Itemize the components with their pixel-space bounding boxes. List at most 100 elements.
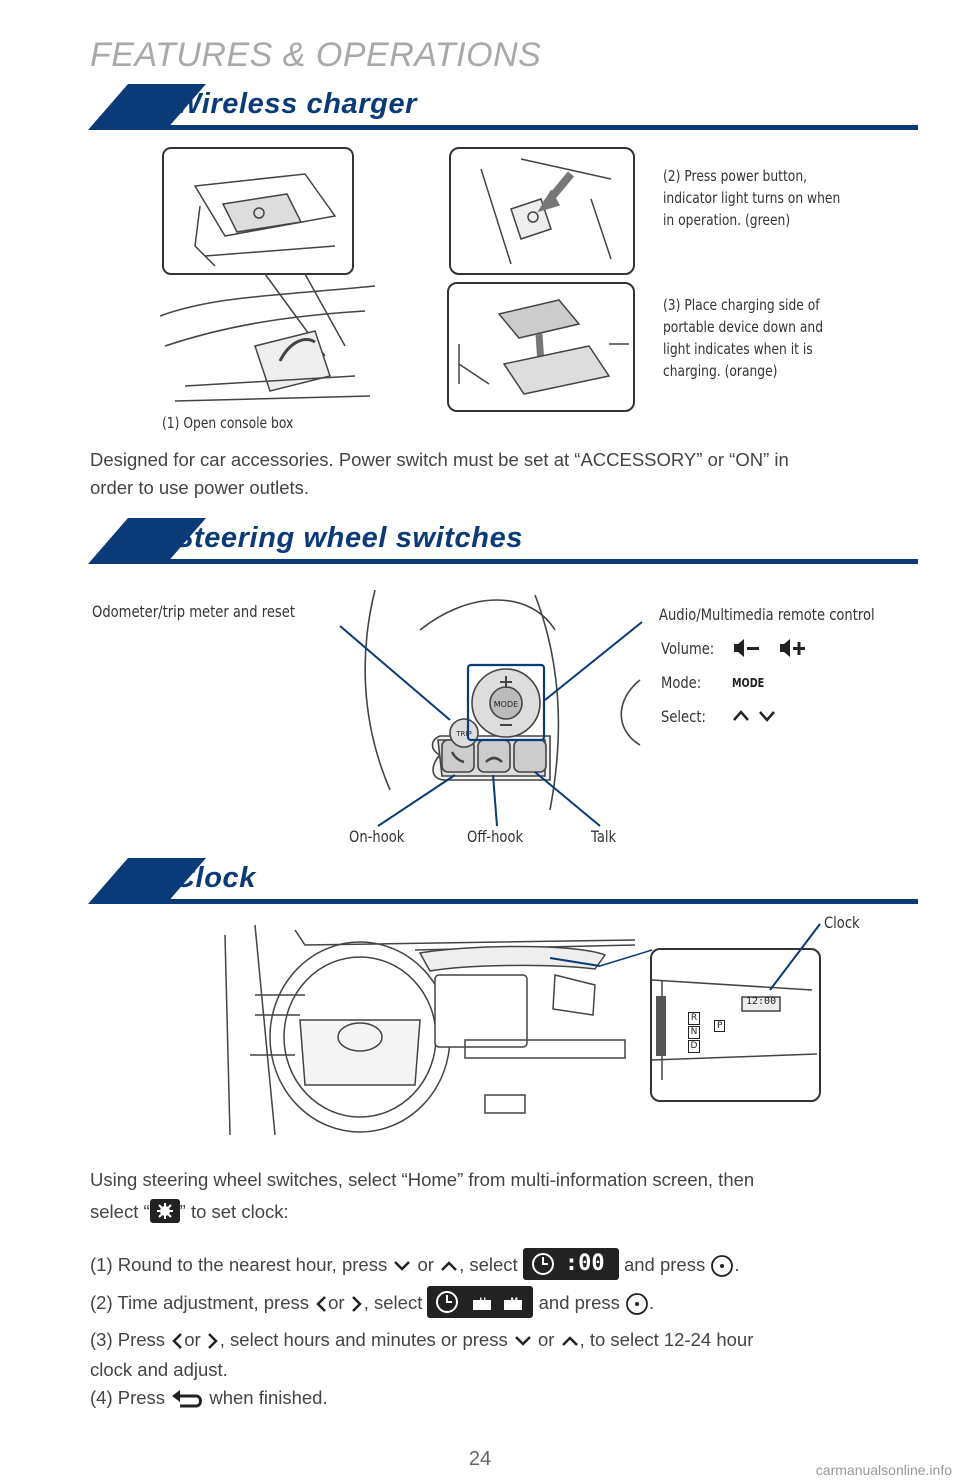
chevron-left-icon bbox=[172, 1333, 183, 1349]
clock-intro-line1: Using steering wheel switches, select “H… bbox=[90, 1169, 755, 1190]
step2-line: (2) Press power button, bbox=[663, 167, 808, 185]
chevron-up-icon bbox=[561, 1336, 578, 1346]
enter-button-icon bbox=[711, 1255, 734, 1277]
chevron-up-icon bbox=[441, 1261, 457, 1271]
clock-zoom-panel: 12:00 R N D P bbox=[650, 948, 821, 1102]
wireless-description-line: Designed for car accessories. Power swit… bbox=[90, 449, 789, 470]
page-number: 24 bbox=[468, 1448, 492, 1470]
charging-pad-illustration bbox=[447, 282, 635, 412]
step-text: when finished. bbox=[209, 1387, 328, 1408]
odometer-label: Odometer/trip meter and reset bbox=[92, 602, 295, 621]
clock-step3-cont: clock and adjust. bbox=[90, 1359, 228, 1380]
audio-label: Audio/Multimedia remote control bbox=[659, 605, 875, 624]
clock-icon bbox=[531, 1253, 554, 1275]
step-text: or bbox=[184, 1329, 201, 1350]
step-text: , to select 12-24 hour bbox=[579, 1329, 754, 1350]
step-text: (3) Press bbox=[90, 1329, 166, 1350]
step-text: (4) Press bbox=[90, 1387, 166, 1408]
section-title-wireless: Wireless charger bbox=[174, 88, 418, 120]
select-label: Select: bbox=[661, 707, 706, 726]
page-header: FEATURES & OPERATIONS bbox=[90, 36, 542, 74]
on-hook-label: On-hook bbox=[349, 827, 405, 846]
console-illustration bbox=[155, 146, 380, 406]
intro-text: ” to set clock: bbox=[179, 1201, 289, 1222]
off-hook-label: Off-hook bbox=[467, 827, 524, 846]
watermark: carmanualsonline.info bbox=[815, 1462, 952, 1478]
step3-line: charging. (orange) bbox=[663, 362, 778, 380]
gear-indicator: R N D bbox=[688, 1012, 700, 1053]
wireless-description: Designed for car accessories. Power swit… bbox=[90, 446, 920, 502]
step-text: and press bbox=[538, 1291, 620, 1313]
chevron-up-icon bbox=[733, 710, 749, 721]
step-text: . bbox=[649, 1291, 655, 1313]
section-band-graphic bbox=[88, 858, 918, 904]
section-band-wireless: Wireless charger bbox=[88, 84, 918, 134]
mode-icon: MODE bbox=[732, 676, 765, 690]
mode-label: Mode: bbox=[661, 673, 702, 692]
clock-step1: (1) Round to the nearest hour, press or … bbox=[90, 1248, 740, 1282]
minute-segment bbox=[504, 1300, 523, 1310]
volume-up-icon bbox=[780, 639, 805, 657]
volume-down-icon bbox=[734, 639, 759, 657]
intro-text: select “ bbox=[90, 1201, 150, 1222]
step-text: (1) Round to the nearest hour, press bbox=[90, 1253, 388, 1275]
gear-letter: R bbox=[688, 1012, 700, 1025]
section-band-clock: Clock bbox=[88, 858, 918, 908]
enter-button-icon bbox=[626, 1293, 648, 1315]
section-band-graphic bbox=[88, 518, 918, 564]
section-title-steering: Steering wheel switches bbox=[174, 522, 524, 554]
step-text: , select bbox=[459, 1253, 518, 1275]
step2-text: (2) Press power button, indicator light … bbox=[663, 165, 840, 231]
gear-letter: D bbox=[688, 1040, 700, 1053]
clock-hour-round-box: :00 bbox=[522, 1248, 619, 1280]
chevron-right-icon bbox=[351, 1296, 362, 1312]
gear-letter: N bbox=[688, 1026, 700, 1039]
steering-wheel-illustration: MODE TRIP bbox=[330, 589, 660, 825]
chevron-down-icon bbox=[514, 1336, 531, 1346]
chevron-down-icon bbox=[759, 711, 775, 722]
section-title-clock: Clock bbox=[174, 862, 256, 894]
select-icons bbox=[733, 710, 775, 722]
clock-step4: (4) Press when finished. bbox=[90, 1384, 328, 1412]
step-text: and press bbox=[623, 1253, 706, 1275]
clock-display-time: 12:00 bbox=[746, 996, 777, 1007]
volume-label: Volume: bbox=[661, 639, 715, 658]
step-text: or bbox=[537, 1329, 555, 1350]
clock-adjust-box: H M bbox=[427, 1286, 534, 1318]
chevron-down-icon bbox=[394, 1261, 411, 1271]
talk-label: Talk bbox=[591, 827, 617, 846]
clock-callout-lines bbox=[549, 923, 821, 991]
hour-segment bbox=[473, 1300, 492, 1310]
step-text: . bbox=[734, 1253, 740, 1275]
step-text: , select bbox=[363, 1291, 423, 1313]
chevron-right-icon bbox=[207, 1333, 218, 1349]
step-text: or bbox=[328, 1291, 345, 1313]
settings-gear-icon bbox=[149, 1199, 180, 1224]
back-arrow-icon bbox=[172, 1390, 203, 1408]
clock-intro-line2: select “ ” to set clock: bbox=[90, 1198, 289, 1226]
clock-step3: (3) Press or , select hours and minutes … bbox=[90, 1326, 753, 1354]
section-band-graphic bbox=[88, 84, 918, 130]
step3-line: portable device down and bbox=[663, 318, 824, 336]
trip-btn-label: TRIP bbox=[455, 730, 471, 738]
wireless-description-line: order to use power outlets. bbox=[90, 477, 310, 498]
step-text: or bbox=[417, 1253, 434, 1275]
step2-line: indicator light turns on when bbox=[663, 189, 841, 207]
power-button-illustration bbox=[449, 147, 635, 275]
step-text: , select hours and minutes or press bbox=[219, 1329, 508, 1350]
section-band-steering: Steering wheel switches bbox=[88, 518, 918, 568]
step3-text: (3) Place charging side of portable devi… bbox=[663, 294, 823, 382]
step-text: (2) Time adjustment, press bbox=[90, 1291, 309, 1313]
step1-label: (1) Open console box bbox=[162, 414, 294, 432]
park-indicator: P bbox=[714, 1020, 726, 1032]
clock-callout-label: Clock bbox=[824, 913, 860, 932]
step2-line: in operation. (green) bbox=[663, 211, 791, 229]
mode-btn-label: MODE bbox=[494, 700, 518, 709]
dashboard-illustration bbox=[215, 924, 636, 1143]
clock-icon bbox=[436, 1291, 459, 1313]
step3-line: light indicates when it is bbox=[663, 340, 813, 358]
chevron-left-icon bbox=[316, 1296, 327, 1312]
steering-callout-lines bbox=[339, 621, 643, 827]
clock-step2: (2) Time adjustment, press or , select H… bbox=[90, 1286, 655, 1320]
volume-icons bbox=[734, 639, 805, 657]
